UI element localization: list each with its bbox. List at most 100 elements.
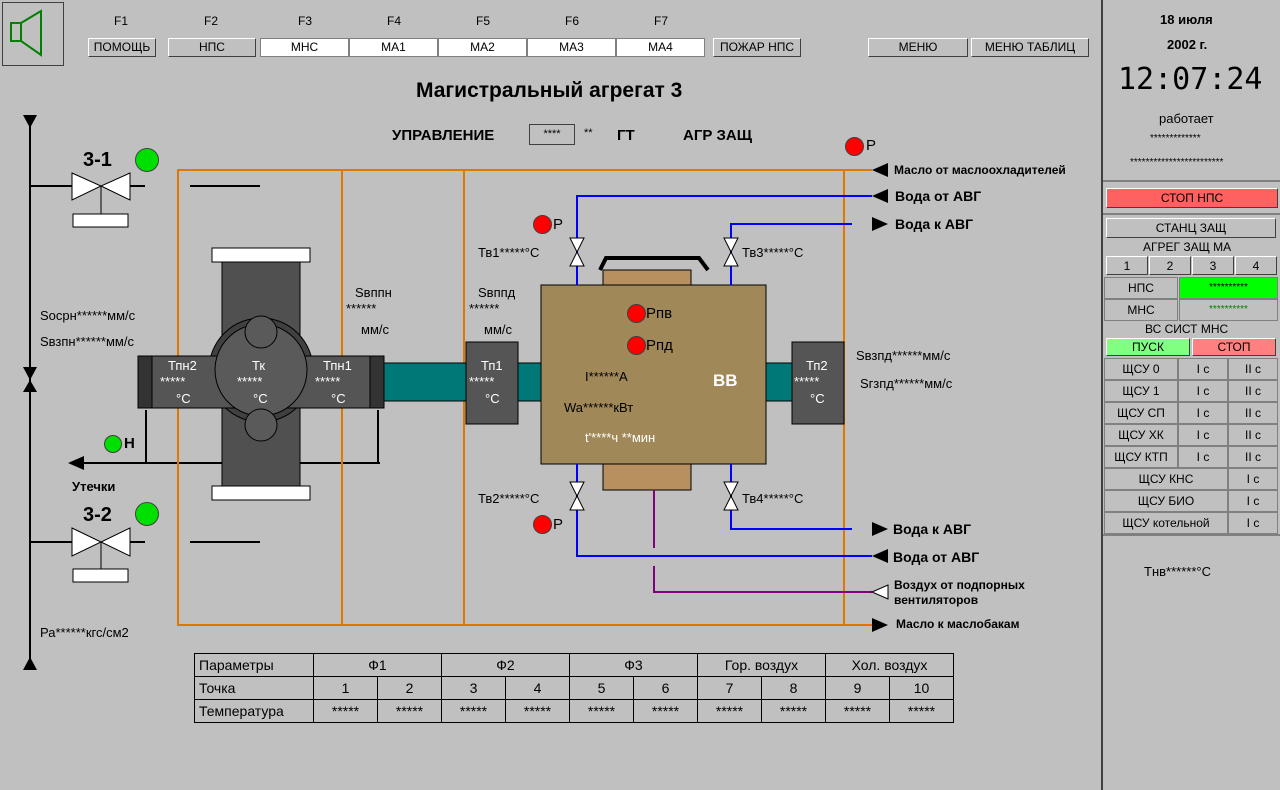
schsu-sp-name: ЩСУ СП <box>1104 402 1178 424</box>
n-status-light <box>104 435 122 453</box>
svppd-unit: мм/с <box>484 322 512 337</box>
table-cell: ***** <box>505 699 570 723</box>
vs-sist-label: ВС СИСТ МНС <box>1145 322 1229 336</box>
p-tv2-label: Р <box>553 516 564 533</box>
tpn2-unit: °С <box>176 391 191 406</box>
ma-3-button[interactable]: 3 <box>1192 256 1234 275</box>
n-label: Н <box>124 435 135 452</box>
p-tv1-label: Р <box>553 216 564 233</box>
schsu-0-name: ЩСУ 0 <box>1104 358 1178 380</box>
fire-nps-button[interactable]: ПОЖАР НПС <box>713 38 801 57</box>
control-stars: ** <box>584 127 593 139</box>
speaker-icon[interactable] <box>2 2 64 66</box>
table-cell: 8 <box>761 676 826 700</box>
stants-zasch-button[interactable]: СТАНЦ ЗАЩ <box>1106 218 1276 238</box>
water-to-1-label: Вода к АВГ <box>895 216 974 232</box>
control-label: УПРАВЛЕНИЕ <box>392 127 495 144</box>
ma-2-button[interactable]: 2 <box>1149 256 1191 275</box>
table-cell: 6 <box>633 676 698 700</box>
tp1-value: ***** <box>469 374 495 389</box>
table-header: Гор. воздух <box>697 653 826 677</box>
table-cell: 10 <box>889 676 954 700</box>
table-cell: 5 <box>569 676 634 700</box>
schsu-bio-c1[interactable]: I с <box>1228 490 1278 512</box>
schsu-ktp-c1[interactable]: I с <box>1178 446 1228 468</box>
table-cell: ***** <box>377 699 442 723</box>
current-label: I******А <box>585 369 628 384</box>
schsu-sp-c2[interactable]: II с <box>1228 402 1278 424</box>
table-row: Температура ***** ***** ***** ***** ****… <box>194 699 954 723</box>
agr-zasch-label: АГР ЗАЩ <box>683 127 753 144</box>
schsu-1-c1[interactable]: I с <box>1178 380 1228 402</box>
tnv-label: Тнв******°С <box>1144 564 1211 579</box>
ma3-button[interactable]: МА3 <box>527 38 616 57</box>
agreg-zasch-ma-label: АГРЕГ ЗАЩ МА <box>1143 240 1232 254</box>
tk-unit: °С <box>253 391 268 406</box>
valve-3-1-icon <box>30 172 145 228</box>
table-header: Ф3 <box>569 653 698 677</box>
left-bus <box>23 115 37 670</box>
fkey-f7: F7 <box>653 14 668 28</box>
right-divider-2 <box>1103 213 1280 215</box>
pusk-button[interactable]: ПУСК <box>1106 338 1190 356</box>
schsu-ktp-c2[interactable]: II с <box>1228 446 1278 468</box>
right-divider-1 <box>1103 180 1280 182</box>
menu-button[interactable]: МЕНЮ <box>868 38 968 57</box>
schsu-0-c1[interactable]: I с <box>1178 358 1228 380</box>
nps-button[interactable]: НПС <box>168 38 256 57</box>
schsu-boiler-c1[interactable]: I с <box>1228 512 1278 534</box>
mns-value: ********** <box>1179 299 1278 321</box>
gt-label: ГТ <box>617 127 635 144</box>
table-cell: ***** <box>761 699 826 723</box>
control-value[interactable]: **** <box>529 124 575 145</box>
table-cell: 9 <box>825 676 890 700</box>
tk-name: Тк <box>252 358 266 373</box>
right-divider-3 <box>1103 534 1280 536</box>
schsu-1-c2[interactable]: II с <box>1228 380 1278 402</box>
schsu-hk-c1[interactable]: I с <box>1178 424 1228 446</box>
rpd-label: Рпд <box>646 337 673 354</box>
tv3-label: Тв3*****°С <box>742 245 804 260</box>
schsu-kns-c1[interactable]: I с <box>1228 468 1278 490</box>
table-cell: 1 <box>313 676 378 700</box>
schsu-hk-c2[interactable]: II с <box>1228 424 1278 446</box>
stop-nps-button[interactable]: СТОП НПС <box>1106 188 1278 208</box>
fkey-f5: F5 <box>475 14 490 28</box>
status-stars-1: ************* <box>1150 133 1201 144</box>
date-line2: 2002 г. <box>1167 37 1208 52</box>
help-button[interactable]: ПОМОЩЬ <box>88 38 156 57</box>
tp1-name: Тп1 <box>481 358 503 373</box>
pa-label: Ра******кгс/см2 <box>40 625 129 640</box>
ma-4-button[interactable]: 4 <box>1235 256 1277 275</box>
oil-out-label: Масло к маслобакам <box>896 617 1020 631</box>
table-cell: ***** <box>825 699 890 723</box>
ma-1-button[interactable]: 1 <box>1106 256 1148 275</box>
table-cell: 2 <box>377 676 442 700</box>
schsu-0-c2[interactable]: II с <box>1228 358 1278 380</box>
nps-label: НПС <box>1104 277 1178 299</box>
tp1-unit: °С <box>485 391 500 406</box>
table-cell: ***** <box>889 699 954 723</box>
ma4-button[interactable]: МА4 <box>616 38 705 57</box>
point-label: Точка <box>194 676 314 700</box>
menu-tables-button[interactable]: МЕНЮ ТАБЛИЦ <box>971 38 1089 57</box>
svppd-value: ****** <box>469 301 500 316</box>
params-table: Параметры Ф1 Ф2 Ф3 Гор. воздух Хол. возд… <box>194 653 954 723</box>
schsu-ktp-name: ЩСУ КТП <box>1104 446 1178 468</box>
p-tv1-light <box>533 215 552 234</box>
svppn-unit: мм/с <box>361 322 389 337</box>
sgzpd-label: Sгзпд******мм/с <box>860 376 953 391</box>
schsu-sp-c1[interactable]: I с <box>1178 402 1228 424</box>
table-cell: ***** <box>569 699 634 723</box>
fkey-f3: F3 <box>297 14 312 28</box>
mns-button[interactable]: МНС <box>260 38 349 57</box>
stop-button[interactable]: СТОП <box>1192 338 1276 356</box>
rpd-light <box>627 336 646 355</box>
ma1-button[interactable]: МА1 <box>349 38 438 57</box>
leaks-label: Утечки <box>72 479 116 494</box>
svppn-value: ****** <box>346 301 377 316</box>
vv-label: ВВ <box>713 371 738 390</box>
ma2-button[interactable]: МА2 <box>438 38 527 57</box>
svppd-title: Sвппд <box>478 285 516 300</box>
fkey-f4: F4 <box>386 14 401 28</box>
